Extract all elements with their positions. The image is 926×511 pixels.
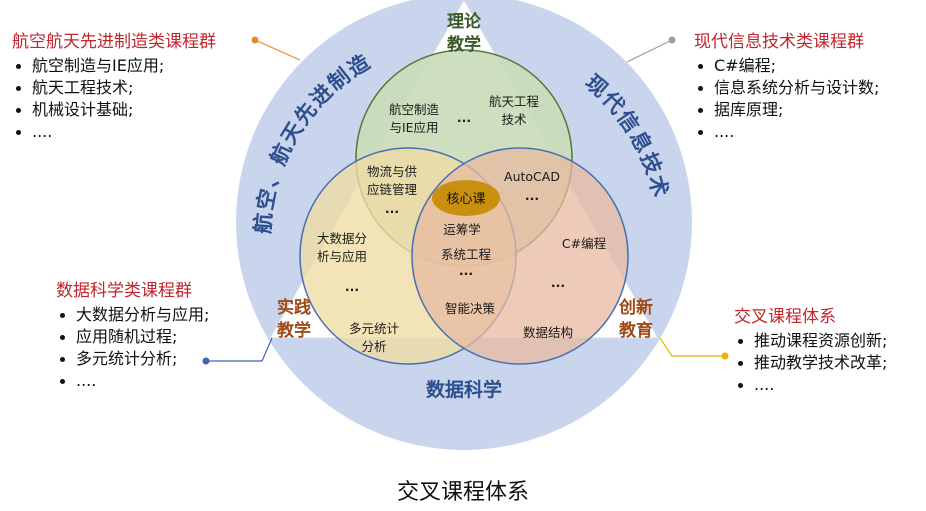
list-item: 航空制造与IE应用;	[12, 55, 216, 77]
label-space-engineering-1: 航天工程	[489, 94, 540, 109]
label-big-data-1: 大数据分	[317, 231, 367, 246]
label-aero-manufacturing-1: 航空制造	[389, 102, 440, 117]
block-aero-title: 航空航天先进制造类课程群	[12, 32, 216, 52]
list-item: 多元统计分析;	[56, 348, 209, 370]
label-aero-manufacturing-2: 与IE应用	[389, 120, 438, 135]
list-item: C#编程;	[694, 55, 879, 77]
dots-right: ...	[551, 275, 565, 290]
label-csharp: C#编程	[562, 236, 607, 251]
block-data-science-title: 数据科学类课程群	[56, 281, 192, 301]
ring-label-bottom: 数据科学	[426, 378, 502, 401]
dots-top: ...	[457, 110, 471, 125]
block-it-title: 现代信息技术类课程群	[694, 32, 864, 52]
block-cross-curriculum: 交叉课程体系 推动课程资源创新; 推动教学技术改革; ....	[734, 306, 887, 396]
list-item: 信息系统分析与设计数;	[694, 77, 879, 99]
connector-mid-left	[202, 337, 273, 365]
ring-label-right-bottom-1: 创新	[618, 297, 653, 318]
list-item: ....	[734, 374, 887, 396]
dots-logistics: ...	[385, 201, 399, 216]
list-item: 据库原理;	[694, 99, 879, 121]
ring-label-left-bottom-2: 教学	[276, 320, 311, 341]
label-autocad: AutoCAD	[504, 169, 560, 184]
block-data-science-courses: 数据科学类课程群 大数据分析与应用; 应用随机过程; 多元统计分析; ....	[56, 280, 209, 392]
label-space-engineering-2: 技术	[501, 112, 527, 127]
label-logistics-2: 应链管理	[367, 182, 418, 197]
connector-top-left	[251, 36, 301, 61]
block-it-courses: 现代信息技术类课程群 C#编程; 信息系统分析与设计数; 据库原理; ....	[694, 31, 879, 143]
diagram-caption: 交叉课程体系	[396, 480, 529, 505]
list-item: 推动课程资源创新;	[734, 330, 887, 352]
list-item: ....	[56, 370, 209, 392]
dots-center: ...	[459, 263, 473, 278]
connector-top-right	[626, 36, 676, 63]
list-item: 大数据分析与应用;	[56, 304, 209, 326]
block-cross-title: 交叉课程体系	[734, 307, 836, 327]
label-big-data-2: 析与应用	[317, 249, 367, 264]
label-multivariate-2: 分析	[361, 339, 386, 354]
label-systems-engineering: 系统工程	[441, 247, 492, 262]
list-item: 机械设计基础;	[12, 99, 216, 121]
label-data-structure: 数据结构	[523, 325, 573, 340]
block-aero-courses: 航空航天先进制造类课程群 航空制造与IE应用; 航天工程技术; 机械设计基础; …	[12, 31, 216, 143]
label-core: 核心课	[446, 192, 485, 207]
label-intelligent-decision: 智能决策	[445, 301, 496, 316]
list-item: 航天工程技术;	[12, 77, 216, 99]
ring-label-right-bottom-2: 教育	[618, 320, 653, 341]
connector-mid-right	[659, 337, 729, 360]
core-ellipse	[432, 180, 500, 216]
list-item: ....	[694, 121, 879, 143]
label-operations-research: 运筹学	[443, 222, 481, 237]
dots-left: ...	[345, 279, 359, 294]
list-item: 应用随机过程;	[56, 326, 209, 348]
ring-label-top-1: 理论	[447, 11, 482, 32]
label-multivariate-1: 多元统计	[349, 321, 399, 336]
list-item: ....	[12, 121, 216, 143]
dots-autocad: ...	[525, 188, 539, 203]
list-item: 推动教学技术改革;	[734, 352, 887, 374]
ring-label-left-bottom-1: 实践	[277, 297, 311, 318]
label-logistics-1: 物流与供	[367, 164, 417, 179]
ring-label-top-2: 教学	[446, 34, 481, 55]
